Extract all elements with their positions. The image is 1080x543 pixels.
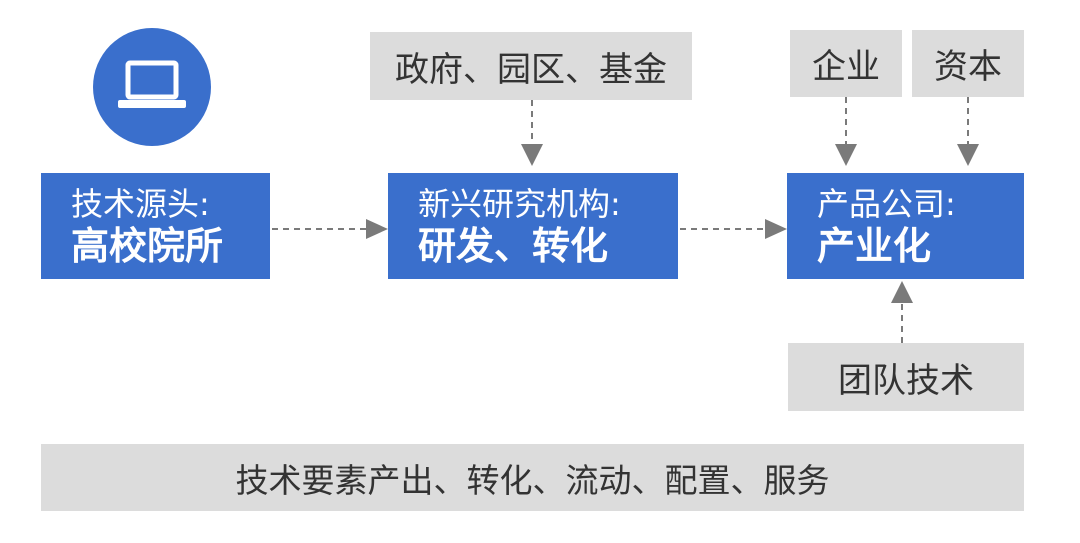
input-government-label: 政府、园区、基金 xyxy=(395,49,667,90)
product-box-label: 产品公司: xyxy=(817,185,956,223)
input-capital-box: 资本 xyxy=(912,30,1024,97)
arrowhead-institute-top xyxy=(521,144,543,166)
arrowhead-product-left xyxy=(765,219,787,239)
arrowhead-product-top-right xyxy=(957,144,979,166)
laptop-icon xyxy=(93,28,211,146)
institute-box: 新兴研究机构: 研发、转化 xyxy=(388,173,678,279)
footer-banner: 技术要素产出、转化、流动、配置、服务 xyxy=(41,444,1024,511)
input-enterprise-box: 企业 xyxy=(790,30,902,97)
input-team-label: 团队技术 xyxy=(838,360,974,401)
institute-box-label: 新兴研究机构: xyxy=(418,185,621,223)
arrowhead-product-top-left xyxy=(835,144,857,166)
source-box: 技术源头: 高校院所 xyxy=(41,173,270,279)
input-capital-label: 资本 xyxy=(934,47,1002,87)
arrowhead-institute-left xyxy=(366,219,388,239)
product-box-title: 产业化 xyxy=(817,224,932,268)
product-box: 产品公司: 产业化 xyxy=(787,173,1024,279)
arrowhead-product-bottom xyxy=(891,281,913,303)
source-box-label: 技术源头: xyxy=(71,185,210,223)
input-team-box: 团队技术 xyxy=(788,343,1024,411)
institute-box-title: 研发、转化 xyxy=(418,224,609,268)
footer-text: 技术要素产出、转化、流动、配置、服务 xyxy=(235,460,830,500)
input-government-box: 政府、园区、基金 xyxy=(370,32,692,100)
input-enterprise-label: 企业 xyxy=(812,47,880,87)
source-box-title: 高校院所 xyxy=(71,224,224,268)
